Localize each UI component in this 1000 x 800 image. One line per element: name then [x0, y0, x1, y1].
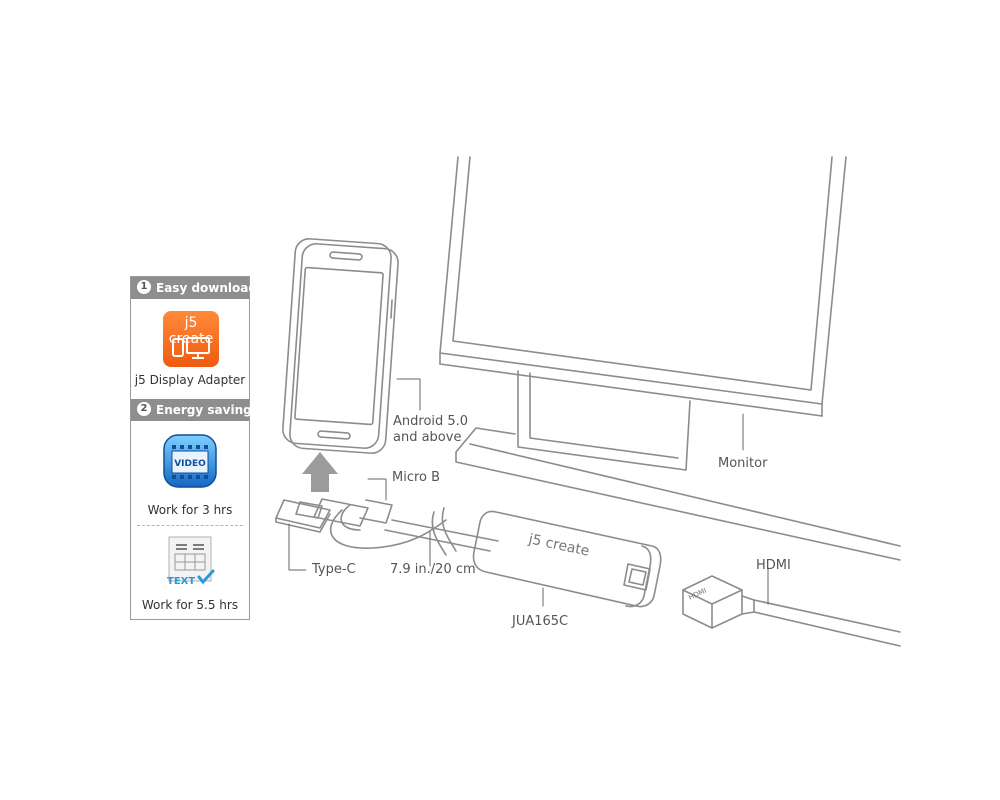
- android-label-line2: and above: [393, 430, 462, 445]
- callout-lines: [288, 378, 769, 607]
- checkmark-icon: [197, 569, 215, 585]
- cable-illustration: [330, 504, 499, 556]
- text-document-icon: TEXT: [167, 536, 215, 587]
- j5-display-app-icon: j5 create: [163, 311, 219, 367]
- section-header-easy-download: 1 Easy download: [131, 277, 257, 299]
- devices-icon: [172, 337, 210, 359]
- section-title-easy-download: Easy download: [156, 281, 257, 295]
- android-label-line1: Android 5.0: [393, 414, 469, 429]
- monitor-label: Monitor: [718, 456, 768, 471]
- phone-illustration: [282, 238, 399, 454]
- video-icon-label: VIDEO: [174, 459, 206, 469]
- monitor-illustration: [439, 156, 901, 561]
- model-label: JUA165C: [512, 614, 569, 629]
- hdmi-label: HDMI: [756, 558, 791, 573]
- feature-panel: 1 Easy download j5 create j5 Display Ada…: [130, 276, 257, 620]
- micro-b-connector: [295, 498, 393, 527]
- section-divider: [137, 525, 243, 526]
- section-title-energy-saving: Energy saving: [156, 403, 252, 417]
- video-caption: Work for 3 hrs: [147, 503, 233, 517]
- hdmi-plug-label: HDMI: [687, 587, 707, 602]
- text-caption: Work for 5.5 hrs: [141, 598, 239, 612]
- section-number-2: 2: [137, 402, 151, 416]
- type-c-connector: [275, 499, 331, 533]
- text-icon-label: TEXT: [167, 576, 195, 587]
- type-c-label: Type-C: [312, 562, 356, 577]
- upload-arrow-icon: [302, 452, 338, 492]
- app-caption: j5 Display Adapter: [134, 373, 246, 387]
- section-header-energy-saving: 2 Energy saving: [131, 399, 252, 421]
- hdmi-plug-illustration: [682, 575, 901, 647]
- micro-b-label: Micro B: [392, 470, 441, 485]
- adapter-illustration: [472, 510, 662, 608]
- cable-length-label: 7.9 in./20 cm: [390, 562, 476, 577]
- section-number-1: 1: [137, 280, 151, 294]
- video-icon: VIDEO: [163, 434, 217, 488]
- adapter-brand-logo: j5 create: [526, 531, 591, 560]
